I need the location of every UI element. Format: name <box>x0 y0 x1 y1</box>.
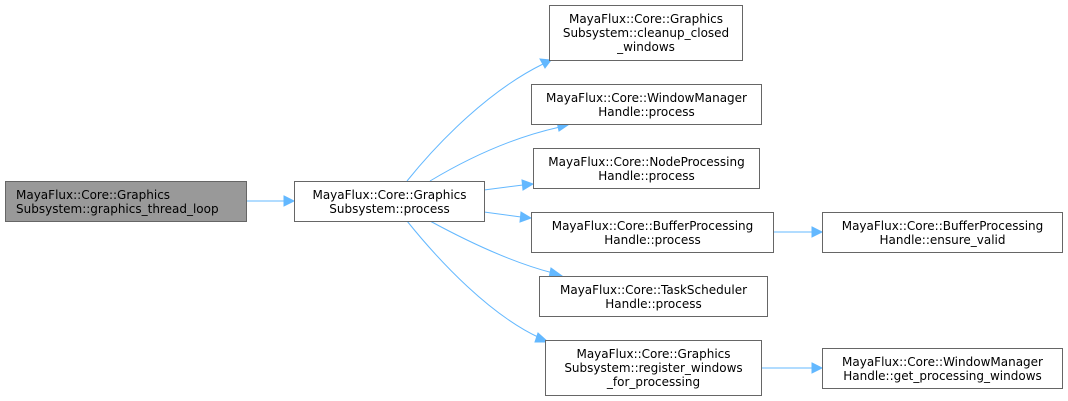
node-label: MayaFlux::Core::WindowManager <box>842 354 1043 369</box>
node-label: MayaFlux::Core::Graphics <box>576 347 731 361</box>
edge-process-wm <box>429 126 561 182</box>
node-label: MayaFlux::Core::NodeProcessing <box>548 154 745 169</box>
edge-process-node <box>483 184 524 191</box>
node-buffer-processing-ensure-valid[interactable]: MayaFlux::Core::BufferProcessing Handle:… <box>822 212 1063 253</box>
node-window-manager-get-processing-windows[interactable]: MayaFlux::Core::WindowManager Handle::ge… <box>822 348 1063 389</box>
node-label: MayaFlux::Core::WindowManager <box>546 90 747 105</box>
edge-process-cleanup <box>406 63 544 182</box>
node-label: Subsystem::process <box>329 201 450 216</box>
arrowhead <box>539 58 552 69</box>
node-label: Handle::process <box>598 104 695 119</box>
edge-process-task <box>429 220 554 274</box>
arrowhead <box>534 332 550 343</box>
node-label: MayaFlux::Core::Graphics <box>312 187 467 202</box>
node-label: MayaFlux::Core::BufferProcessing <box>841 218 1044 233</box>
edge-process-buffer <box>483 211 522 218</box>
arrowhead <box>811 226 824 238</box>
node-task-scheduler-process[interactable]: MayaFlux::Core::TaskScheduler Handle::pr… <box>539 276 768 317</box>
node-label: Handle::process <box>604 232 701 247</box>
node-label: Handle::ensure_valid <box>879 232 1006 247</box>
node-label: MayaFlux::Core::TaskScheduler <box>559 282 748 297</box>
node-node-processing-process[interactable]: MayaFlux::Core::NodeProcessing Handle::p… <box>533 148 760 189</box>
node-label: MayaFlux::Core::Graphics <box>568 12 724 26</box>
node-label: MayaFlux::Core::BufferProcessing <box>551 218 754 233</box>
node-label: Subsystem::register_windows <box>564 361 743 375</box>
node-label: _for_processing <box>606 375 701 389</box>
node-label: _windows <box>617 40 675 54</box>
arrowhead <box>283 195 296 207</box>
node-window-manager-process[interactable]: MayaFlux::Core::WindowManager Handle::pr… <box>531 84 762 125</box>
node-label: Subsystem::graphics_thread_loop <box>16 201 219 216</box>
node-buffer-processing-process[interactable]: MayaFlux::Core::BufferProcessing Handle:… <box>531 212 774 253</box>
arrowhead <box>519 211 533 223</box>
node-label: Handle::get_processing_windows <box>843 368 1042 383</box>
node-graphics-thread-loop[interactable]: MayaFlux::Core::Graphics Subsystem::grap… <box>5 181 247 222</box>
node-graphics-subsystem-process[interactable]: MayaFlux::Core::Graphics Subsystem::proc… <box>294 181 485 222</box>
arrowhead <box>811 362 824 374</box>
node-label: Handle::process <box>605 296 702 311</box>
node-register-windows-for-processing[interactable]: MayaFlux::Core::Graphics Subsystem::regi… <box>545 340 762 396</box>
node-cleanup-closed-windows[interactable]: MayaFlux::Core::Graphics Subsystem::clea… <box>549 5 743 61</box>
edge-process-register <box>406 220 541 339</box>
node-label: Subsystem::cleanup_closed <box>562 26 730 40</box>
node-label: Handle::process <box>598 168 695 183</box>
node-label: MayaFlux::Core::Graphics <box>16 187 171 202</box>
arrowhead <box>521 179 535 191</box>
